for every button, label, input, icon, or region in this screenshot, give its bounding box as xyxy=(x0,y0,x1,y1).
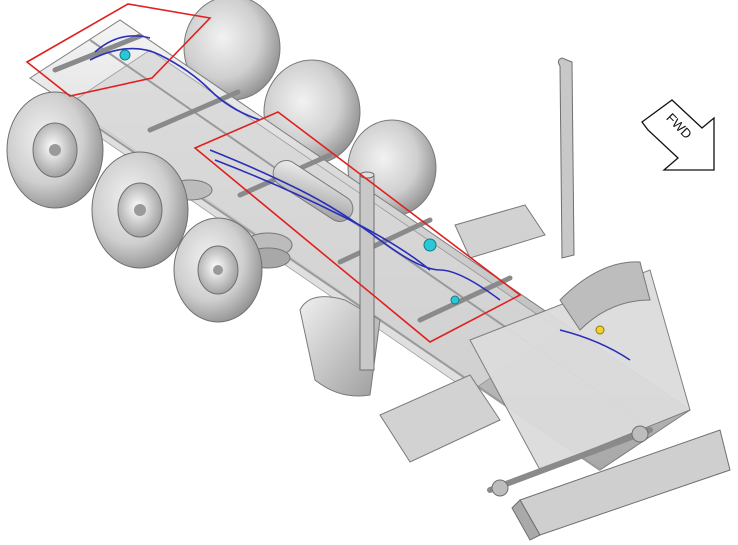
mid-frame-harness-region xyxy=(193,111,522,343)
rear-tire-near-3 xyxy=(173,217,263,323)
fwd-indicator: FWD xyxy=(641,99,715,171)
rear-tire-near-2 xyxy=(91,151,189,269)
wiring-harness xyxy=(89,35,631,361)
air-tank-upper xyxy=(272,160,354,222)
exhaust-stack-right xyxy=(557,57,575,259)
front-bumper xyxy=(511,429,731,541)
cross-members xyxy=(52,33,513,323)
arrow-down-right-icon xyxy=(641,99,715,171)
rear-axle-harness-region xyxy=(25,3,212,97)
front-axle xyxy=(487,425,653,497)
rear-tire-near-1 xyxy=(6,91,104,209)
front-frame-section xyxy=(469,261,691,471)
exhaust-stack-left xyxy=(359,171,375,371)
deck-plates xyxy=(379,204,546,463)
electrical-components xyxy=(119,49,605,335)
